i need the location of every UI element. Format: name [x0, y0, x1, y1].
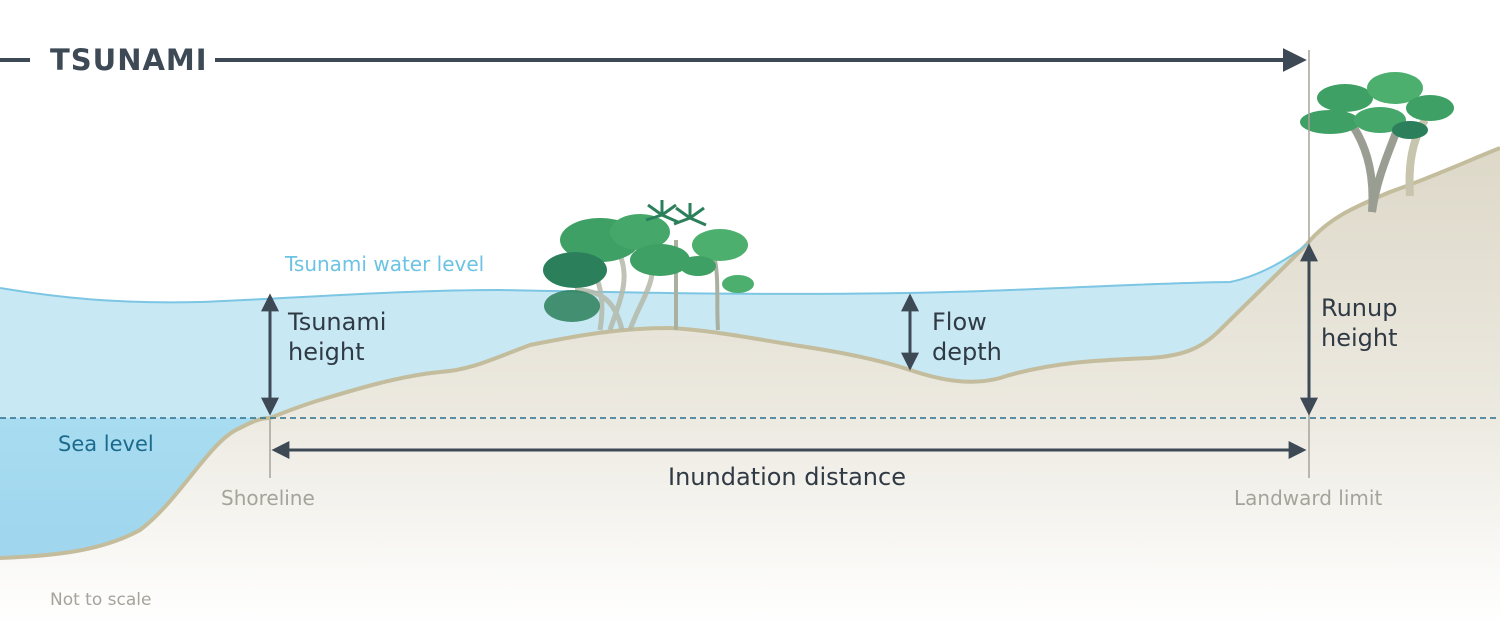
palm-tree-icon [645, 200, 707, 227]
hill-tree-icon [1300, 72, 1454, 213]
land-profile [0, 148, 1500, 624]
deep-sea [0, 418, 270, 558]
tsunami-height-label-line2: height [288, 338, 365, 366]
land-edge [0, 146, 1500, 560]
flow-depth-label-line1: Flow [932, 308, 987, 336]
landward-limit-label: Landward limit [1234, 486, 1382, 510]
runup-height-label-line1: Runup [1321, 294, 1397, 322]
water-surface-line [0, 243, 1308, 304]
diagram-title: TSUNAMI [50, 43, 208, 77]
inundation-distance-label: Inundation distance [668, 463, 906, 491]
water-level-label: Tsunami water level [284, 252, 484, 276]
sea-level-label: Sea level [58, 432, 154, 456]
runup-height-label-line2: height [1321, 324, 1398, 352]
not-to-scale-note: Not to scale [50, 590, 151, 610]
tree-cluster-icon [543, 200, 754, 331]
tsunami-height-label-line1: Tsunami [287, 308, 386, 336]
flow-depth-label-line2: depth [932, 338, 1002, 366]
tsunami-water [0, 244, 1307, 418]
shoreline-label: Shoreline [221, 486, 315, 510]
